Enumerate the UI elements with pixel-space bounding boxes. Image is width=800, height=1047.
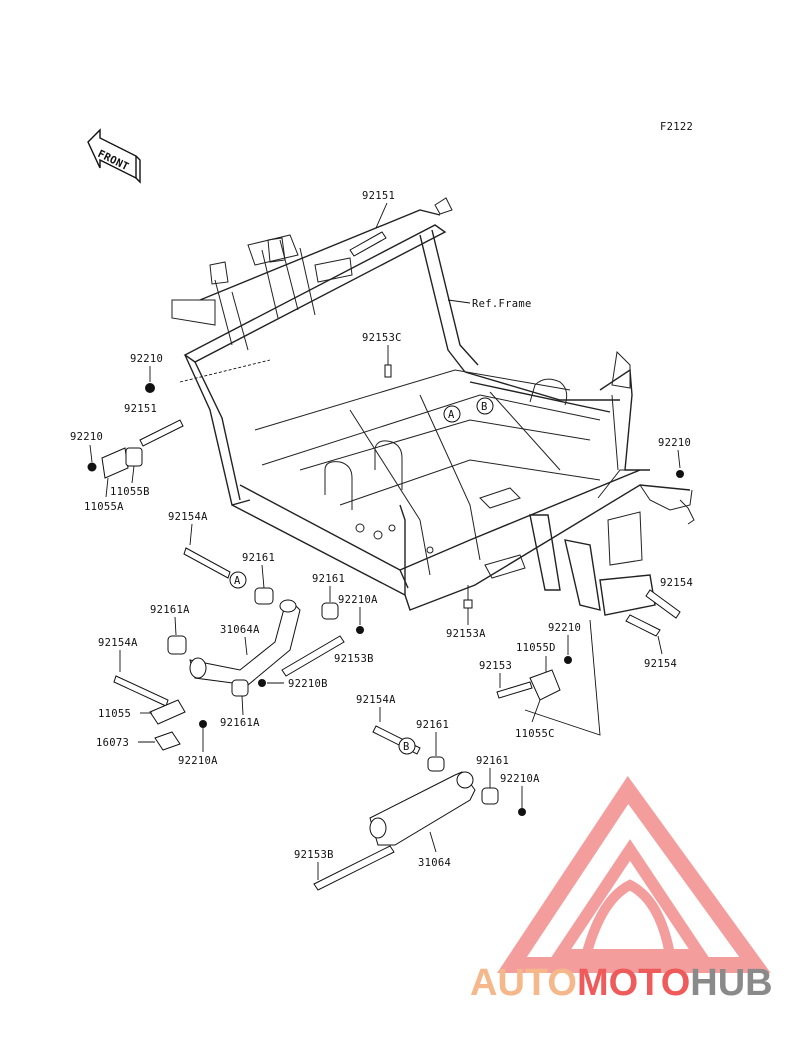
label-92154a-b: 92154A bbox=[98, 637, 138, 649]
label-11055: 11055 bbox=[98, 708, 131, 720]
label-92161-a: 92161 bbox=[242, 552, 275, 564]
label-92210-right: 92210 bbox=[658, 437, 691, 449]
bracket-11055a bbox=[101, 447, 129, 479]
label-92210-c: 92210 bbox=[548, 622, 581, 634]
label-92210-a: 92210 bbox=[130, 353, 163, 365]
label-92154a-a: 92154A bbox=[168, 511, 208, 523]
label-92161a-b: 92161A bbox=[220, 717, 260, 729]
label-11055c: 11055C bbox=[515, 728, 555, 740]
label-92153a: 92153A bbox=[446, 628, 486, 640]
label-31064a: 31064A bbox=[220, 624, 260, 636]
label-92210a-b: 92210A bbox=[178, 755, 218, 767]
nut-92210a-c bbox=[518, 808, 526, 816]
label-92153c: 92153C bbox=[362, 332, 402, 344]
callout-a-lower: A bbox=[229, 571, 247, 589]
svg-text:B: B bbox=[481, 401, 488, 413]
bolt-92151-left bbox=[139, 419, 184, 447]
label-92153b-b: 92153B bbox=[294, 849, 334, 861]
bushing-92161-a bbox=[254, 587, 274, 605]
label-92161-d: 92161 bbox=[476, 755, 509, 767]
nut-92210a-b bbox=[199, 720, 207, 728]
bushing-92161a-a bbox=[167, 635, 187, 655]
bolt-92154-b bbox=[625, 614, 661, 637]
bolt-92153b-b bbox=[313, 845, 395, 891]
automotohub-logo-icon bbox=[497, 775, 771, 973]
bracket-11055c bbox=[529, 669, 561, 701]
nut-92210a-a bbox=[356, 626, 364, 634]
logo-text: AUTOMOTOHUB bbox=[470, 962, 773, 1004]
label-92210a-a: 92210A bbox=[338, 594, 378, 606]
nut-92210-b bbox=[87, 462, 97, 472]
label-31064: 31064 bbox=[418, 857, 451, 869]
callout-a-frame: A bbox=[443, 405, 461, 423]
svg-text:A: A bbox=[234, 575, 241, 587]
collar-11055b bbox=[125, 447, 143, 467]
label-92210a-c: 92210A bbox=[500, 773, 540, 785]
nut-92210b bbox=[258, 679, 266, 687]
bolt-92154a-a bbox=[183, 547, 231, 579]
nut-92210-c bbox=[564, 656, 572, 664]
label-92210b: 92210B bbox=[288, 678, 328, 690]
main-frame bbox=[171, 197, 693, 616]
svg-text:A: A bbox=[448, 409, 455, 421]
ref-frame-leader bbox=[447, 299, 471, 304]
label-11055d: 11055D bbox=[516, 642, 556, 654]
ref-frame-label: Ref.Frame bbox=[472, 298, 532, 310]
label-92161-b: 92161 bbox=[312, 573, 345, 585]
bushing-92161a-b bbox=[231, 679, 249, 697]
bolt-92153b-a bbox=[281, 635, 345, 677]
label-92154-a: 92154 bbox=[660, 577, 693, 589]
arm-31064 bbox=[369, 771, 476, 846]
bolt-92153c bbox=[384, 364, 392, 378]
label-92153: 92153 bbox=[479, 660, 512, 672]
bolt-92154a-b bbox=[113, 675, 169, 707]
label-92161-c: 92161 bbox=[416, 719, 449, 731]
front-arrow-icon: FRONT bbox=[87, 128, 141, 184]
label-92210-b: 92210 bbox=[70, 431, 103, 443]
callout-b-lower: B bbox=[398, 737, 416, 755]
label-11055a: 11055A bbox=[84, 501, 124, 513]
bushing-92161-c bbox=[427, 756, 445, 772]
label-16073: 16073 bbox=[96, 737, 129, 749]
bolt-92153a bbox=[463, 599, 473, 609]
bolt-92154-a bbox=[645, 589, 681, 619]
nut-92210-a bbox=[145, 383, 155, 393]
bushing-92161-b bbox=[321, 602, 339, 620]
svg-text:B: B bbox=[403, 741, 410, 753]
plate-16073 bbox=[154, 731, 181, 751]
label-92151-top: 92151 bbox=[362, 190, 395, 202]
label-92153b-a: 92153B bbox=[334, 653, 374, 665]
bushing-92161-d bbox=[481, 787, 499, 805]
label-92161a-a: 92161A bbox=[150, 604, 190, 616]
label-92154-b: 92154 bbox=[644, 658, 677, 670]
figure-code: F2122 bbox=[660, 121, 693, 133]
label-92154a-c: 92154A bbox=[356, 694, 396, 706]
bolt-92153 bbox=[496, 681, 533, 699]
bracket-11055 bbox=[149, 699, 186, 725]
bolt-92151-top bbox=[349, 231, 387, 257]
callout-b-frame: B bbox=[476, 397, 494, 415]
nut-92210-right bbox=[676, 470, 684, 478]
label-92151-left: 92151 bbox=[124, 403, 157, 415]
label-11055b: 11055B bbox=[110, 486, 150, 498]
